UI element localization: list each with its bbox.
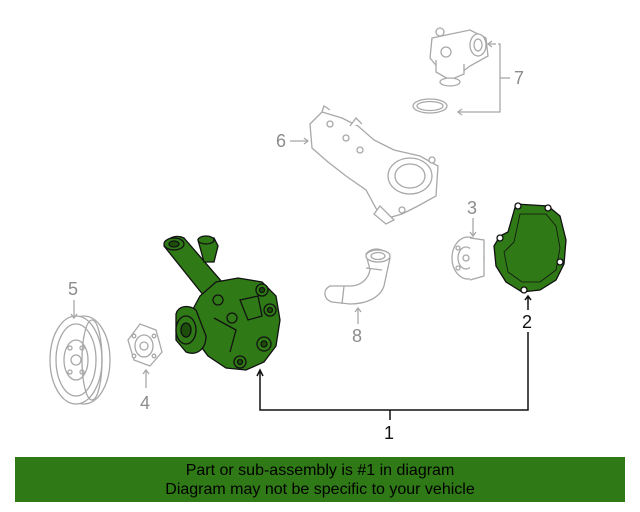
banner-line-2: Diagram may not be specific to your vehi… — [165, 481, 475, 498]
leader-line-part-6 — [290, 137, 310, 145]
callout-2[interactable]: 2 — [522, 312, 533, 332]
callout-6[interactable]: 6 — [276, 131, 287, 151]
thermostat-housing-part[interactable] — [429, 27, 489, 87]
pump-hub-pulley-part[interactable] — [451, 236, 485, 281]
callout-8[interactable]: 8 — [352, 326, 363, 346]
hub-flange-part[interactable] — [127, 323, 163, 367]
callout-4[interactable]: 4 — [140, 393, 151, 413]
callout-3[interactable]: 3 — [467, 198, 478, 218]
callout-7[interactable]: 7 — [514, 68, 525, 88]
leader-line-part-4 — [142, 368, 150, 388]
water-pump-assembly-part[interactable] — [163, 235, 281, 371]
leader-bracket-part-1 — [256, 332, 529, 420]
banner-line-1: Part or sub-assembly is #1 in diagram — [185, 462, 455, 479]
water-outlet-manifold-part[interactable] — [309, 104, 439, 225]
coolant-hose-part[interactable] — [324, 248, 391, 305]
leader-line-part-8 — [354, 306, 362, 324]
thermostat-seal-ring-part[interactable] — [412, 98, 448, 114]
exploded-parts-diagram — [49, 27, 567, 420]
pulley-part[interactable] — [49, 315, 111, 405]
leader-line-part-2 — [524, 294, 532, 310]
water-pump-gasket-part[interactable] — [493, 202, 567, 294]
leader-lines-part-7 — [456, 40, 510, 116]
callout-1[interactable]: 1 — [384, 423, 395, 443]
callout-5[interactable]: 5 — [68, 279, 79, 299]
info-banner: Part or sub-assembly is #1 in diagram Di… — [15, 457, 625, 502]
leader-line-part-3 — [469, 218, 477, 238]
leader-line-part-5 — [70, 300, 78, 320]
